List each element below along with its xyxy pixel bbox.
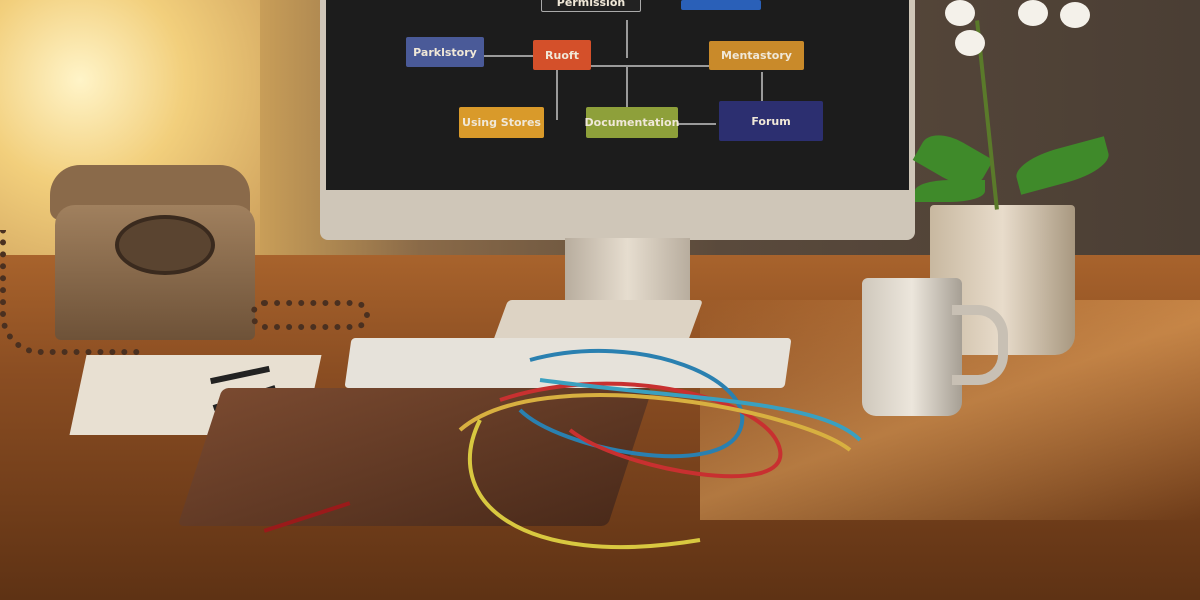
diagram-node-bottom-left: Using Stores <box>459 107 544 138</box>
diagram-node-right: Mentastory <box>709 41 804 70</box>
tangled-cables <box>458 348 862 550</box>
phone-cord <box>0 230 140 355</box>
phone-cord <box>250 300 370 330</box>
orchid-leaf <box>915 180 985 202</box>
orchid-flower <box>1060 2 1090 28</box>
diagram-node-left: Parklstory <box>406 37 484 67</box>
diagram-node-bottom-center: Documentation <box>585 107 679 138</box>
diagram-node-center: Ruoft <box>533 40 591 70</box>
coffee-mug <box>862 278 962 416</box>
orchid-flower <box>955 30 985 56</box>
diagram-node-top: Permission <box>541 0 641 12</box>
orchid-flower <box>1018 0 1048 26</box>
monitor-screen: Permission Parklstory Ruoft Mentastory U… <box>326 0 909 190</box>
diagram-node-bottom-right: Forum <box>719 101 823 141</box>
mug-handle <box>952 305 1008 385</box>
orchid-flower <box>945 0 975 26</box>
diagram-node-top-right <box>681 0 761 10</box>
rotary-phone <box>50 165 255 340</box>
